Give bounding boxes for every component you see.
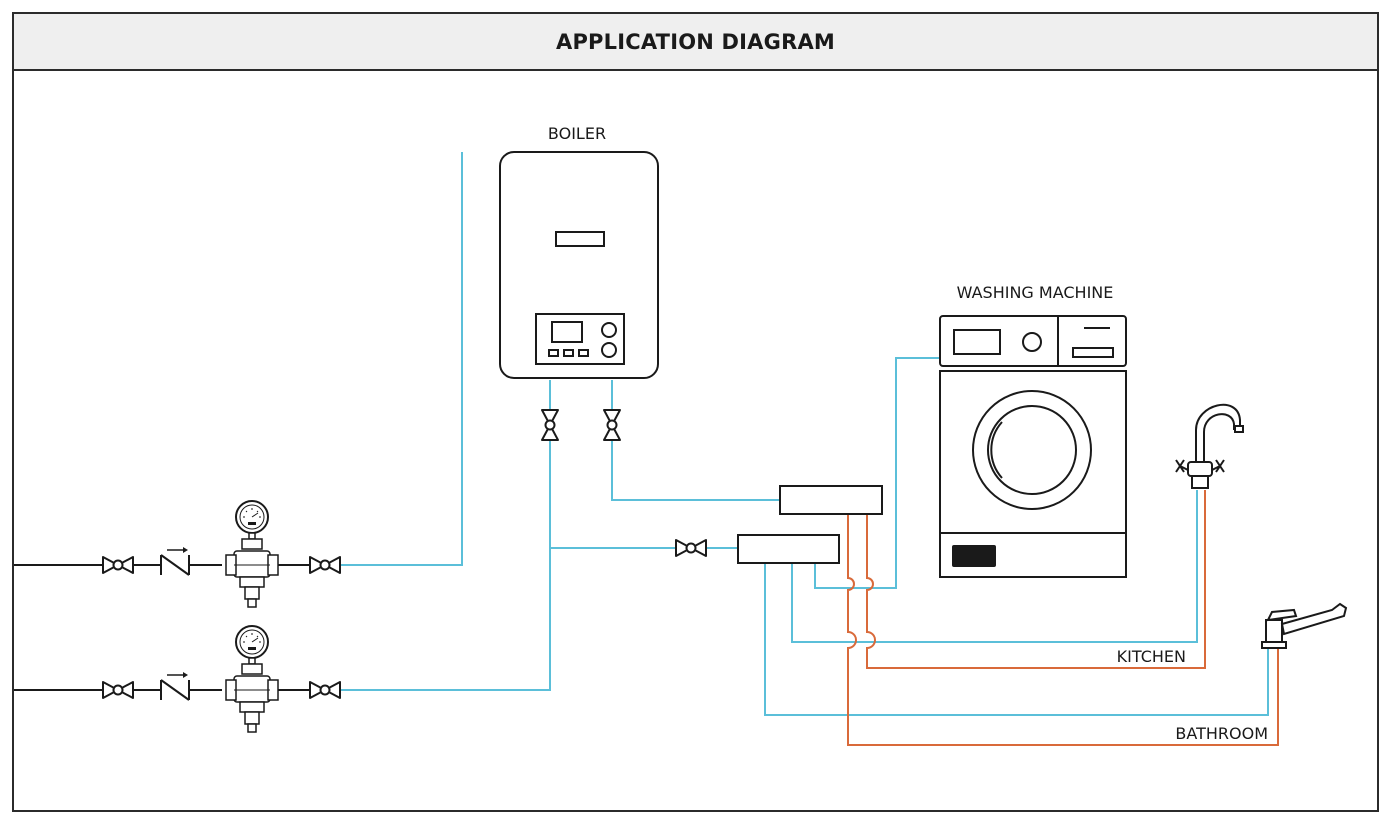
washing-machine-label: WASHING MACHINE <box>957 283 1114 302</box>
header-bar: APPLICATION DIAGRAM <box>14 14 1377 71</box>
ball-valve-icon <box>309 556 341 574</box>
ball-valve-icon <box>541 409 559 441</box>
cold-water-pipes <box>340 152 1269 716</box>
page-title: APPLICATION DIAGRAM <box>556 29 835 54</box>
boiler <box>499 151 659 379</box>
manifold-icon <box>737 534 840 564</box>
ball-valve-icon <box>102 681 134 699</box>
kitchen-label: KITCHEN <box>1117 647 1186 666</box>
hot-water-pipes <box>847 490 1279 746</box>
ball-valve-icon <box>603 409 621 441</box>
pressure-reducer-icon <box>225 625 279 733</box>
ball-valve-icon <box>309 681 341 699</box>
ball-valve-icon <box>102 556 134 574</box>
boiler-label: BOILER <box>548 124 606 143</box>
washing-machine <box>939 315 1127 578</box>
two-handle-faucet-icon <box>1175 403 1244 489</box>
bathroom-label: BATHROOM <box>1175 724 1268 743</box>
pressure-reducer-icon <box>225 500 279 608</box>
lever-faucet-icon <box>1261 602 1348 649</box>
ball-valve-icon <box>675 539 707 557</box>
supply-lines <box>14 564 310 691</box>
check-valve-icon <box>160 671 190 701</box>
manifold-icon <box>779 485 883 515</box>
check-valve-icon <box>160 546 190 576</box>
